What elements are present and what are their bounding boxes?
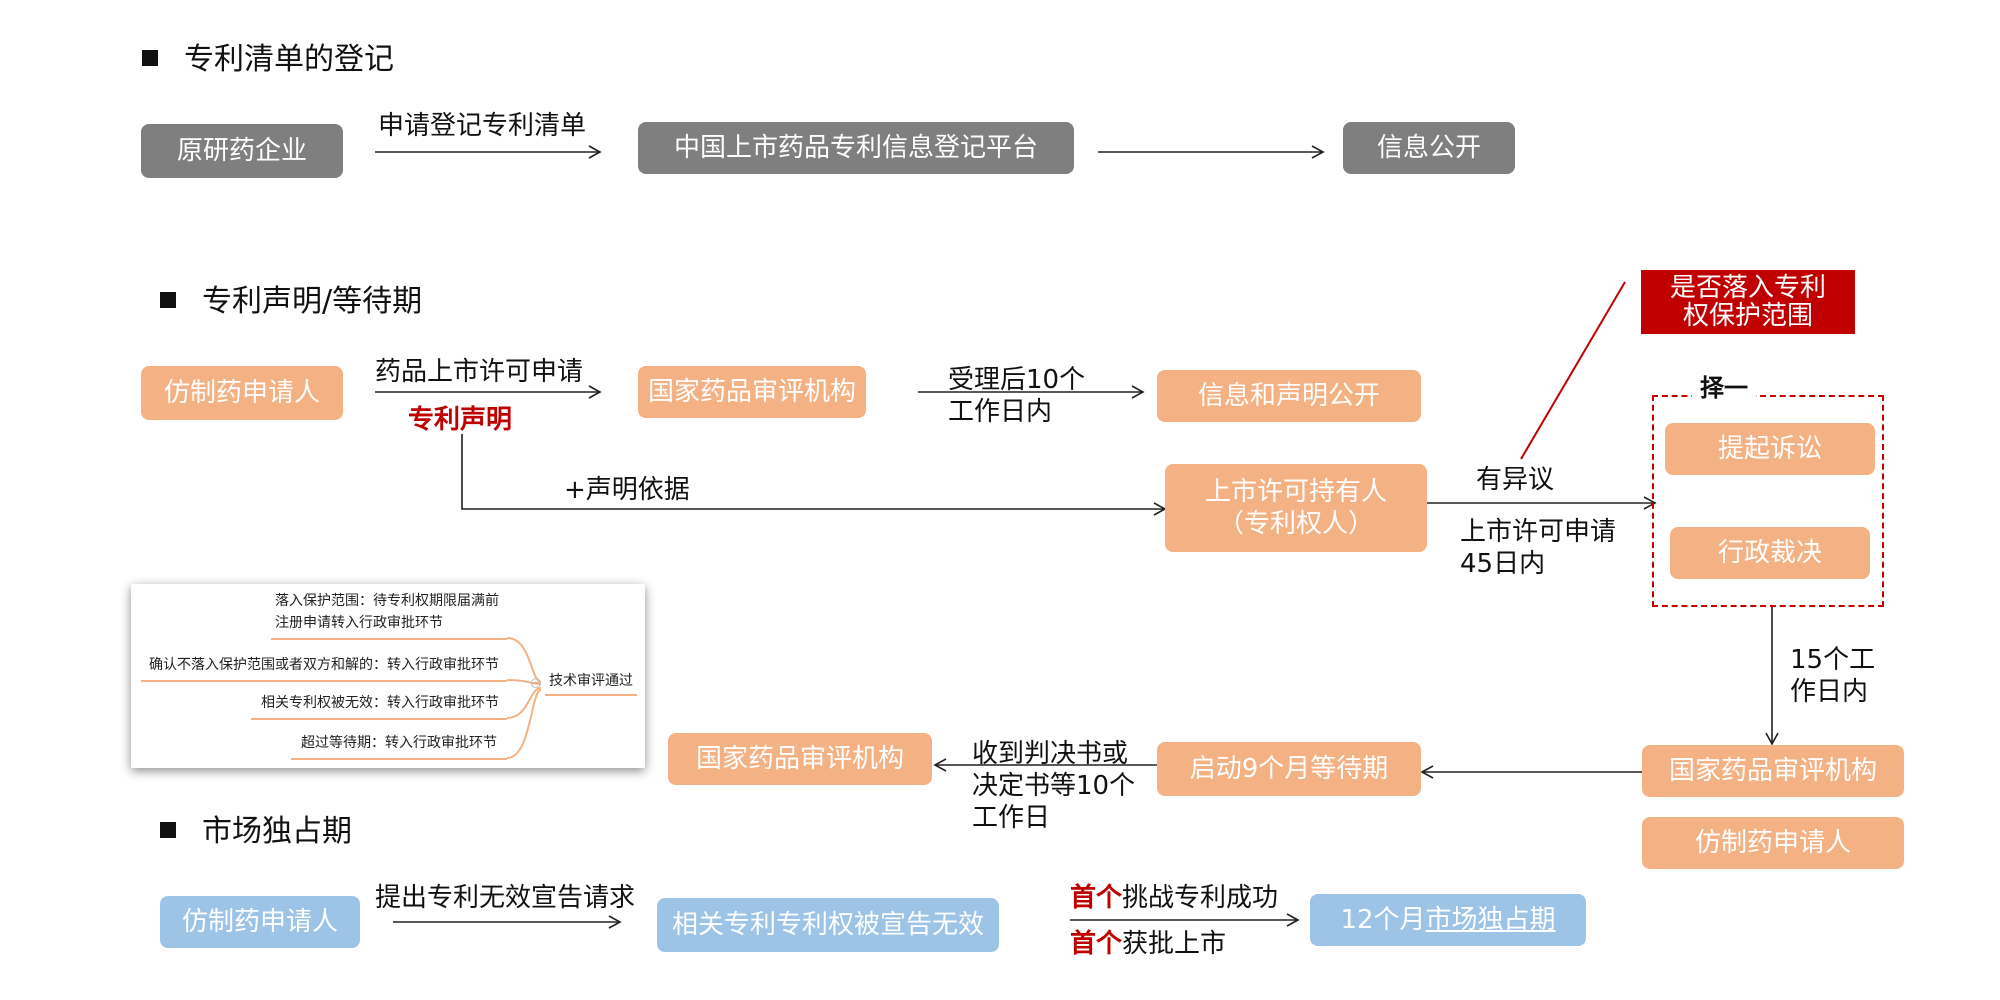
node-patent-invalidated: 相关专利专利权被宣告无效 [657, 898, 999, 952]
label-condition-1: 首个挑战专利成功 [1070, 882, 1278, 914]
inset-root: 技术审评通过 [549, 673, 633, 689]
inset-underline [141, 680, 507, 682]
section-title: 市场独占期 [202, 814, 352, 849]
node-wait-period: 启动9个月等待期 [1157, 742, 1421, 796]
node-originator: 原研药企业 [141, 124, 343, 178]
label-45-days-line1: 上市许可申请 [1460, 517, 1617, 547]
label-first-1: 首个 [1070, 883, 1123, 913]
node-exclusivity: 12个月市场独占期 [1310, 894, 1586, 946]
label-10-days-line1: 受理后10个 [948, 365, 1086, 395]
inset-review-outcomes: 落入保护范围：待专利权期限届满前 注册申请转入行政审批环节 确认不落入保护范围或… [131, 584, 645, 768]
label-invalid-request: 提出专利无效宣告请求 [375, 883, 636, 913]
node-review-agency-2: 国家药品审评机构 [1642, 745, 1904, 797]
node-admin-ruling: 行政裁决 [1670, 527, 1870, 579]
label-judgment-line3: 工作日 [972, 803, 1051, 833]
bullet-square-icon [142, 49, 158, 66]
inset-row2: 确认不落入保护范围或者双方和解的：转入行政审批环节 [149, 657, 499, 673]
section-header-exclusivity: 市场独占期 [160, 806, 352, 850]
section-title: 专利清单的登记 [184, 42, 394, 77]
inset-underline [291, 758, 507, 760]
label-45-days-line2: 45日内 [1460, 549, 1546, 579]
inset-row3: 相关专利权被无效：转入行政审批环节 [261, 695, 499, 711]
bullet-square-icon [160, 821, 176, 838]
inset-row4: 超过等待期：转入行政审批环节 [301, 735, 497, 751]
inset-underline [251, 718, 507, 720]
section-header-declaration: 专利声明/等待期 [160, 276, 422, 320]
node-review-agency-3: 国家药品审评机构 [668, 733, 932, 785]
label-approved: 获批上市 [1122, 929, 1227, 959]
holder-line2: （专利权人） [1217, 509, 1374, 539]
inset-underline [545, 694, 637, 696]
label-register-list: 申请登记专利清单 [378, 111, 587, 141]
section-title: 专利声明/等待期 [202, 284, 423, 319]
label-15-days-line2: 作日内 [1790, 677, 1869, 707]
label-10-days-line2: 工作日内 [948, 397, 1053, 427]
node-review-agency: 国家药品审评机构 [638, 366, 866, 418]
label-15-days-line1: 15个工 [1790, 645, 1876, 675]
section-header-registration: 专利清单的登记 [142, 34, 394, 78]
node-generic-applicant: 仿制药申请人 [141, 366, 343, 420]
callout-line1: 是否落入专利 [1669, 273, 1826, 303]
inset-underline [271, 638, 507, 640]
label-first-2: 首个 [1070, 929, 1123, 959]
bullet-square-icon [160, 291, 176, 308]
label-objection: 有异议 [1476, 465, 1555, 495]
node-info-declaration-public: 信息和声明公开 [1157, 370, 1421, 422]
label-judgment-line2: 决定书等10个 [972, 771, 1136, 801]
label-choose-one: 择一 [1692, 372, 1756, 404]
inset-row1-line1: 落入保护范围：待专利权期限届满前 [275, 593, 499, 609]
label-patent-declaration: 专利声明 [408, 405, 513, 435]
label-condition-2: 首个获批上市 [1070, 928, 1226, 960]
node-registration-platform: 中国上市药品专利信息登记平台 [638, 122, 1074, 174]
label-market-application: 药品上市许可申请 [375, 357, 584, 387]
label-challenge-success: 挑战专利成功 [1122, 883, 1279, 913]
holder-line1: 上市许可持有人 [1204, 477, 1387, 507]
node-info-public: 信息公开 [1343, 122, 1515, 174]
node-generic-applicant-3: 仿制药申请人 [160, 896, 360, 948]
node-generic-applicant-2: 仿制药申请人 [1642, 817, 1904, 869]
node-license-holder: 上市许可持有人 （专利权人） [1165, 464, 1427, 552]
node-litigation: 提起诉讼 [1665, 423, 1875, 475]
inset-row1-line2: 注册申请转入行政审批环节 [275, 615, 443, 631]
inset-branch-connectors [506, 637, 542, 759]
red-pointer-line [1520, 281, 1626, 460]
arrow-basis [461, 434, 1167, 516]
label-judgment-line1: 收到判决书或 [972, 739, 1129, 769]
collapse-circle-icon: − [531, 678, 541, 688]
choose-one-group [1652, 395, 1884, 607]
exclusivity-term: 市场独占期 [1425, 905, 1556, 935]
callout-line2: 权保护范围 [1682, 301, 1813, 331]
callout-protection-scope: 是否落入专利 权保护范围 [1641, 270, 1855, 334]
exclusivity-prefix: 12个月 [1340, 905, 1426, 935]
label-declaration-basis: +声明依据 [564, 475, 690, 505]
